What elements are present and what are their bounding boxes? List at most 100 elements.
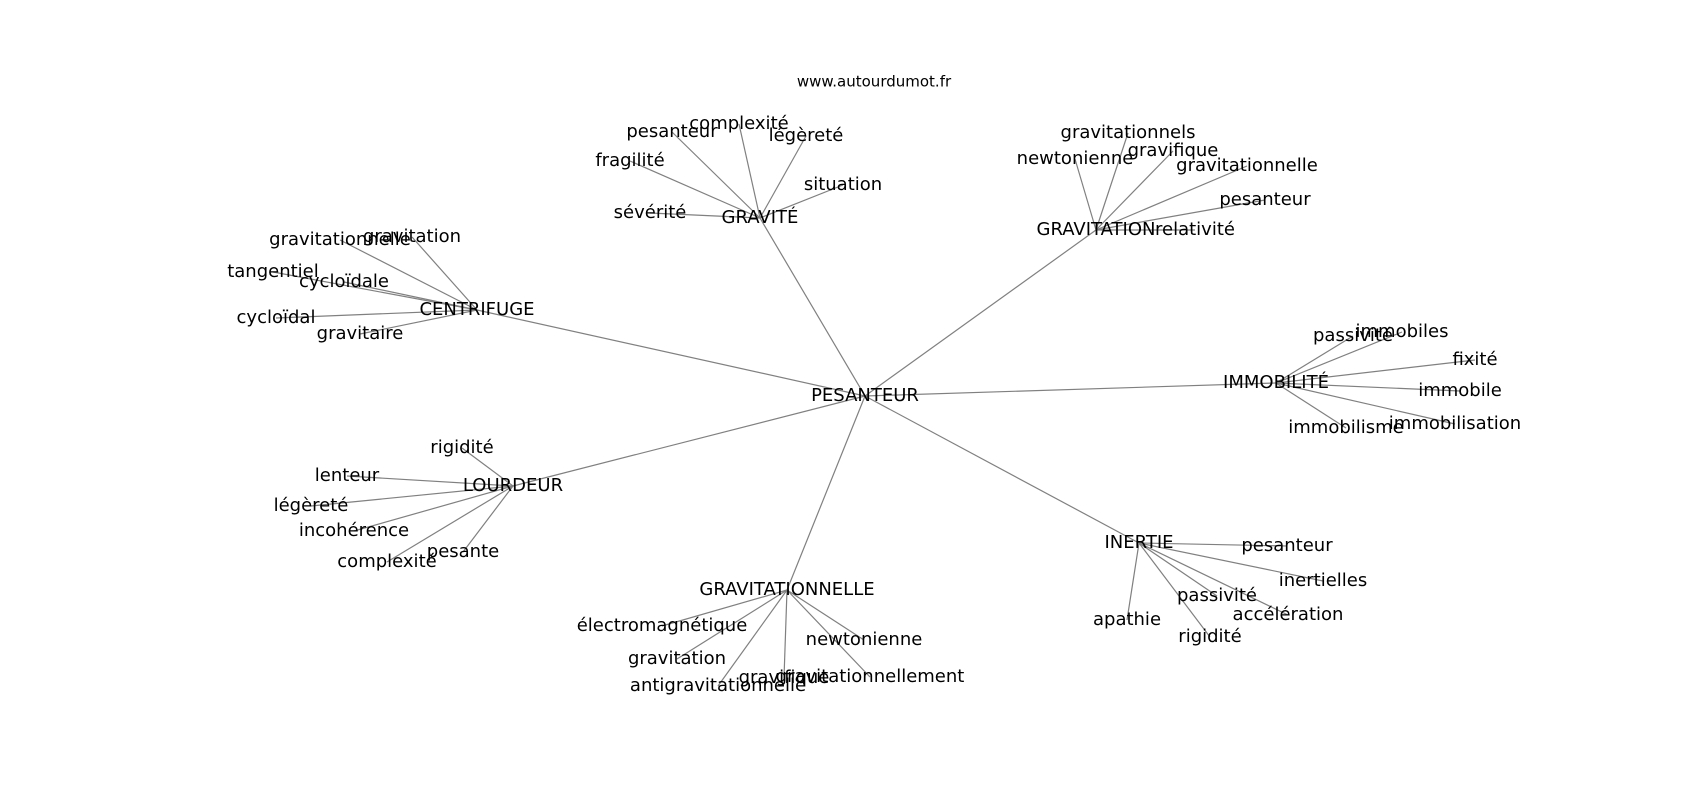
leaf-label[interactable]: légèreté — [274, 495, 349, 516]
edge-gravitationnelle-leaf-1 — [786, 589, 865, 641]
hub-group-lourdeur: rigidité lenteur légèreté incohérence pesant… — [274, 437, 563, 572]
edge-lourdeur-leaf-3 — [353, 485, 514, 532]
edge-lourdeur-leaf-1 — [346, 475, 514, 487]
leaf-label[interactable]: électromagnétique — [577, 615, 748, 636]
leaf-label[interactable]: antigravitationnelle — [630, 675, 806, 696]
leaf-label[interactable]: incohérence — [299, 520, 409, 541]
leaf-label[interactable]: immobilisation — [1389, 413, 1521, 434]
leaf-label[interactable]: légèreté — [769, 125, 844, 146]
hub-label-gravite[interactable]: GRAVITÉ — [722, 206, 799, 228]
edge-inertie-leaf-5 — [1138, 542, 1211, 638]
leaf-label[interactable]: cycloïdale — [299, 271, 389, 292]
edge-center-gravitation — [864, 229, 1097, 397]
leaf-label[interactable]: rigidité — [430, 437, 493, 458]
edge-center-inertie — [864, 395, 1140, 544]
edge-centrifuge-leaf-5 — [359, 309, 478, 335]
leaf-label[interactable]: gravifique — [1128, 140, 1219, 161]
edge-immobilite-leaf-0 — [1275, 335, 1354, 384]
leaf-label[interactable]: complexité — [689, 113, 788, 134]
edge-gravitationnelle-leaf-3 — [786, 589, 871, 678]
leaf-label[interactable]: gravitationnelle — [269, 229, 411, 250]
leaf-label[interactable]: accélération — [1233, 604, 1344, 625]
leaf-label[interactable]: gravitationnelle — [1176, 155, 1318, 176]
leaf-label[interactable]: pesante — [427, 541, 499, 562]
leaf-label[interactable]: immobilisme — [1288, 417, 1404, 438]
edge-gravitation-leaf-4 — [1095, 199, 1266, 231]
leaf-label[interactable]: passivité — [1313, 325, 1393, 346]
leaf-label[interactable]: fragilité — [595, 150, 664, 171]
edge-immobilite-leaf-1 — [1275, 331, 1403, 384]
edge-gravite-leaf-5 — [649, 212, 761, 219]
hub-group-centrifuge: gravitationnellegravitationtangentielcyc… — [227, 226, 534, 344]
leaf-label[interactable]: newtonienne — [806, 629, 923, 650]
leaf-label[interactable]: rigidité — [1178, 626, 1241, 647]
edge-gravitationnelle-leaf-4 — [783, 589, 788, 679]
edge-centrifuge-leaf-1 — [411, 236, 478, 311]
edge-inertie-leaf-4 — [1126, 542, 1140, 621]
edge-centrifuge-leaf-3 — [343, 281, 478, 311]
hub-group-gravitationnelle: électromagnétique newtonienne gravitation g… — [577, 579, 965, 696]
hub-group-inertie: pesanteur inertielles passivitéaccélératio… — [1093, 532, 1367, 647]
center-node-label[interactable]: PESANTEUR — [811, 385, 919, 406]
edge-inertie-leaf-1 — [1138, 542, 1324, 582]
leaf-label[interactable]: inertielles — [1279, 570, 1367, 591]
edge-immobilite-leaf-2 — [1275, 359, 1476, 384]
edge-inertie-leaf-0 — [1138, 542, 1288, 547]
edge-gravite-leaf-3 — [629, 160, 761, 219]
leaf-label[interactable]: cycloïdal — [237, 307, 316, 328]
leaf-label[interactable]: apathie — [1093, 609, 1161, 630]
edge-center-lourdeur — [512, 395, 866, 487]
edge-gravite-leaf-1 — [671, 131, 761, 219]
hub-label-inertie[interactable]: INERTIE — [1104, 532, 1173, 553]
edge-immobilite-leaf-3 — [1275, 382, 1461, 392]
edges-layer — [272, 123, 1476, 687]
leaf-label[interactable]: fixité — [1452, 349, 1497, 370]
hub-label-centrifuge[interactable]: CENTRIFUGE — [419, 299, 534, 320]
leaf-label[interactable]: immobiles — [1356, 321, 1449, 342]
leaf-label[interactable]: complexité — [337, 551, 436, 572]
edge-centrifuge-leaf-0 — [339, 239, 478, 311]
edge-center-gravite — [759, 217, 866, 397]
leaf-label[interactable]: gravifique — [739, 667, 830, 688]
leaf-label[interactable]: situation — [804, 174, 882, 195]
edge-gravitation-leaf-0 — [1095, 132, 1129, 231]
leaf-label[interactable]: gravitation — [628, 648, 726, 669]
leaf-label[interactable]: newtonienne — [1017, 148, 1134, 169]
edge-gravitationnelle-leaf-0 — [661, 589, 788, 627]
hub-label-gravitationnelle[interactable]: GRAVITATIONNELLE — [699, 579, 874, 600]
hub-label-gravitation[interactable]: GRAVITATION — [1037, 219, 1156, 240]
leaf-label[interactable]: tangentiel — [227, 261, 319, 282]
edge-lourdeur-leaf-0 — [461, 447, 514, 487]
edge-gravite-leaf-4 — [759, 184, 844, 219]
leaf-label[interactable]: lenteur — [315, 465, 380, 486]
leaf-label[interactable]: gravitation — [363, 226, 461, 247]
leaf-label[interactable]: sévérité — [614, 202, 687, 223]
leaf-label[interactable]: pesanteur — [1241, 535, 1333, 556]
edge-center-immobilite — [864, 382, 1277, 397]
edge-lourdeur-leaf-4 — [462, 485, 514, 553]
edge-inertie-leaf-2 — [1138, 542, 1218, 597]
leaf-label[interactable]: gravitationnellement — [776, 666, 965, 687]
leaf-label[interactable]: gravitationnels — [1061, 122, 1196, 143]
edge-inertie-leaf-3 — [1138, 542, 1289, 616]
edge-center-gravitationnelle — [786, 395, 866, 591]
edge-immobilite-leaf-4 — [1275, 382, 1456, 425]
edge-centrifuge-leaf-2 — [272, 271, 478, 311]
leaf-label[interactable]: pesanteur — [1219, 189, 1311, 210]
leaf-label[interactable]: passivité — [1177, 585, 1257, 606]
edge-gravitationnelle-leaf-2 — [676, 589, 788, 660]
leaf-label[interactable]: relativité — [1155, 219, 1235, 240]
edge-gravite-leaf-0 — [738, 123, 761, 219]
hub-label-immobilite[interactable]: IMMOBILITÉ — [1223, 371, 1329, 393]
edge-gravitation-leaf-3 — [1095, 165, 1248, 231]
source-url: www.autourdumot.fr — [797, 73, 952, 91]
leaf-label[interactable]: immobile — [1418, 380, 1502, 401]
hub-label-lourdeur[interactable]: LOURDEUR — [463, 475, 563, 496]
leaf-label[interactable]: pesanteur — [626, 121, 718, 142]
leaf-label[interactable]: gravitaire — [317, 323, 404, 344]
edge-gravitation-leaf-1 — [1095, 150, 1174, 231]
